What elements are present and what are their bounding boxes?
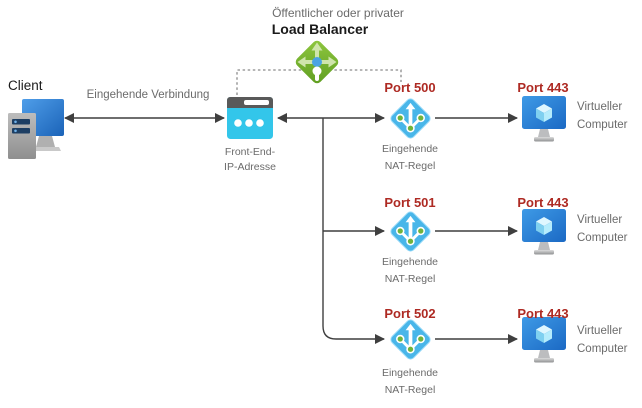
diagram-title-line1: Öffentlicher oder privater <box>272 6 404 20</box>
load-balancer-icon <box>294 39 340 85</box>
frontend-ip-label-line2: IP-Adresse <box>224 161 276 173</box>
virtual-machine-icon <box>521 96 567 144</box>
trunk-to-nat3-arrow <box>322 118 386 345</box>
vm-label-line1: Virtueller <box>577 214 623 226</box>
dashed-bracket-connector <box>236 69 402 95</box>
vm-port-label: Port 443 <box>517 195 569 210</box>
nat-rule-label-line2: NAT-Regel <box>384 273 436 285</box>
inbound-nat-rule-icon <box>388 209 433 254</box>
client-label: Client <box>8 78 43 93</box>
virtual-machine-icon <box>521 209 567 257</box>
vm-label-line1: Virtueller <box>577 101 623 113</box>
nat-rule-label-line1: Eingehende <box>381 367 439 379</box>
frontend-ip-label-line1: Front-End- <box>224 146 276 158</box>
nat-rule-port-label: Port 502 <box>384 306 436 321</box>
diagram-title-line2: Load Balancer <box>271 21 369 37</box>
inbound-nat-rule-icon <box>388 317 433 362</box>
nat-rule-label-line2: NAT-Regel <box>384 384 436 396</box>
vm-port-label: Port 443 <box>517 80 569 95</box>
nat-rule-port-label: Port 500 <box>384 80 436 95</box>
frontend-ip-icon <box>227 97 273 139</box>
client-computer-icon <box>6 97 66 165</box>
vm-label-line2: Computer <box>577 343 628 355</box>
vm-label-line2: Computer <box>577 119 628 131</box>
vm-label-line1: Virtueller <box>577 325 623 337</box>
nat-rule-label-line2: NAT-Regel <box>384 160 436 172</box>
nat-rule-label-line1: Eingehende <box>381 143 439 155</box>
nat-rule-label-line1: Eingehende <box>381 256 439 268</box>
vm-label-line2: Computer <box>577 232 628 244</box>
virtual-machine-icon <box>521 317 567 365</box>
nat-rule-port-label: Port 501 <box>384 195 436 210</box>
inbound-connection-label: Eingehende Verbindung <box>86 89 210 101</box>
inbound-nat-rule-icon <box>388 96 433 141</box>
vm-port-label: Port 443 <box>517 306 569 321</box>
